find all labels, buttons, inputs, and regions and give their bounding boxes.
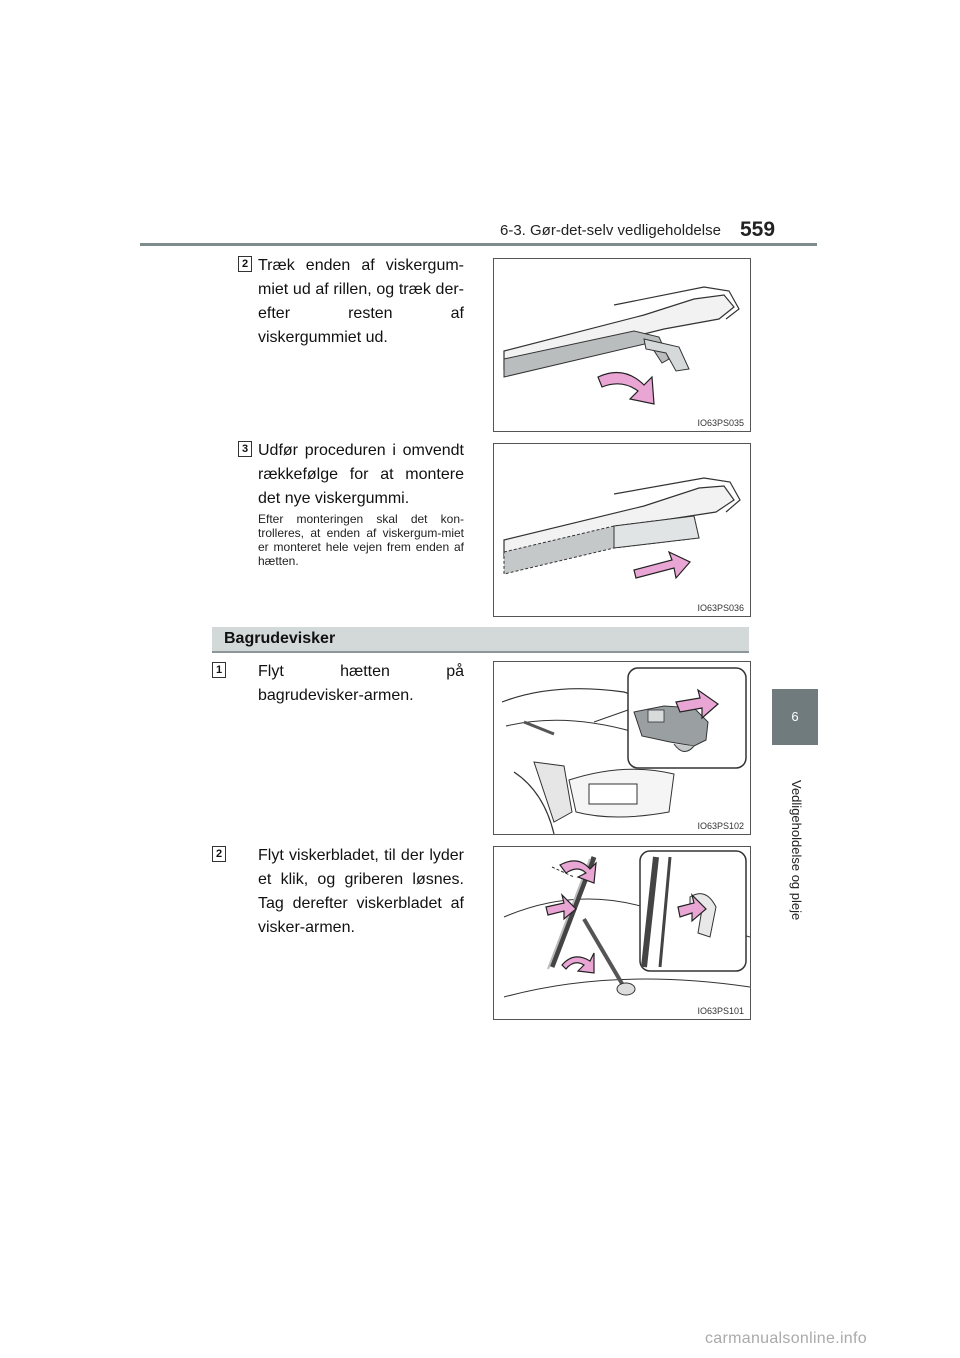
slide-arrow-icon [545,893,577,921]
figure-move-cap: IO63PS102 [493,661,751,835]
rear-wiper-blade-illustration [503,850,750,998]
step-badge: 3 [238,441,252,457]
move-arrow-icon [675,688,719,720]
step-note: Efter monteringen skal det kon-trolleres… [258,512,464,568]
figure-code: IO63PS035 [697,418,744,428]
wiper-rubber-install-illustration [503,477,741,580]
watermark: carmanualsonline.info [705,1330,867,1347]
chapter-caption: Vedligeholdelse og pleje [789,780,804,921]
figure-remove-blade: IO63PS101 [493,846,751,1020]
figure-code: IO63PS101 [697,1006,744,1016]
step-badge: 2 [238,256,252,272]
header-rule [140,243,817,246]
figure-remove-rubber: IO63PS035 [493,258,751,432]
figure-install-rubber: IO63PS036 [493,443,751,617]
section-title: Bagrudevisker [224,630,336,647]
step-text: Flyt hætten på bagrudevisker-armen. [258,663,464,704]
step-text: Flyt viskerbladet, til der lyder et klik… [258,847,464,936]
section-header: 6-3. Gør-det-selv vedligeholdelse [500,222,721,239]
rotate-arrow-icon [559,860,597,884]
chapter-tab: 6 [772,689,818,745]
section-bar: Bagrudevisker [212,627,749,653]
rotate-back-arrow-icon [561,952,595,974]
push-arrow-icon [633,550,691,580]
step-text: Træk enden af viskergum-miet ud af rille… [258,257,464,346]
figure-code: IO63PS102 [697,821,744,831]
chapter-number: 6 [791,709,799,724]
step-badge: 1 [212,662,226,678]
page-number: 559 [740,218,776,241]
rear-wiper-cap-illustration [501,667,747,834]
step-text: Udfør proceduren i omvendt rækkefølge fo… [258,442,464,507]
step-badge: 2 [212,846,226,862]
wiper-rubber-removal-illustration [503,286,740,405]
figure-code: IO63PS036 [697,603,744,613]
pull-arrow-icon [597,371,655,405]
release-arrow-icon [677,893,707,923]
